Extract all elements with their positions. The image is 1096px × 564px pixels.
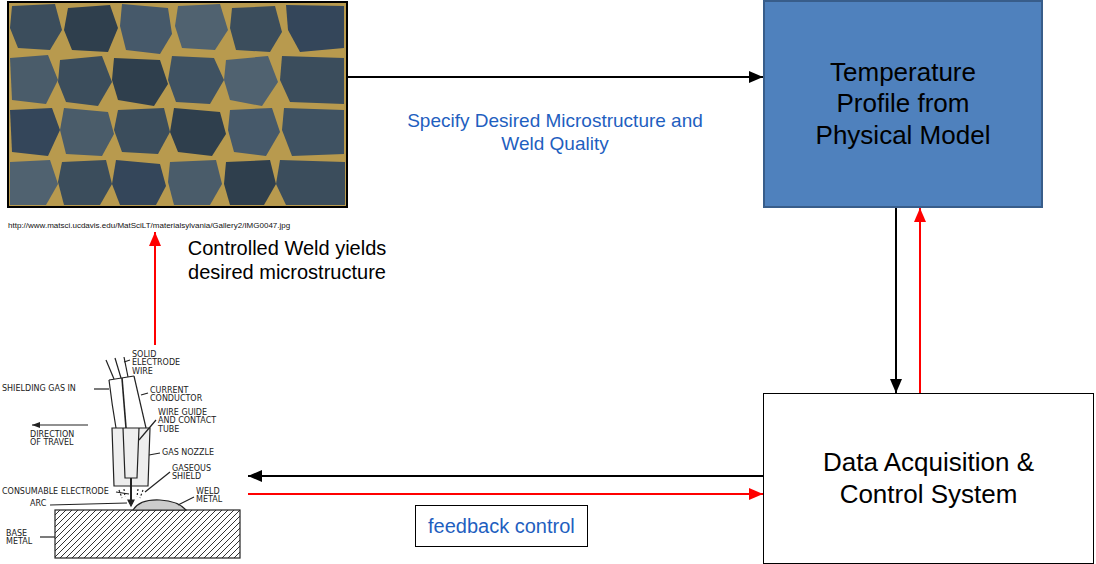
- flow-arrow: [895, 208, 897, 393]
- model-box: Temperature Profile from Physical Model: [763, 0, 1043, 208]
- box-label: Temperature Profile from Physical Model: [808, 57, 998, 151]
- part-label: DIRECTION OF TRAVEL: [30, 431, 80, 448]
- part-label: GAS NOZZLE: [162, 449, 214, 457]
- boxed-label: feedback control: [415, 505, 588, 547]
- source-url: http://www.matsci.ucdavis.edu/MatSciLT/m…: [8, 221, 290, 232]
- flow-arrow: [348, 76, 763, 78]
- welding-figure: SOLID ELECTRODE WIRE SHIELDING GAS IN CURR…: [0, 345, 248, 560]
- part-label: ARC: [30, 500, 46, 508]
- part-label: SOLID ELECTRODE WIRE: [132, 351, 186, 376]
- feedback-arrow: [248, 493, 763, 495]
- part-label: CURRENT CONDUCTOR: [150, 387, 212, 404]
- part-label: WELD METAL: [196, 488, 230, 505]
- feedback-arrow: [154, 232, 156, 345]
- part-label: WIRE GUIDE AND CONTACT TUBE: [158, 409, 222, 434]
- part-label: SHIELDING GAS IN: [2, 385, 76, 393]
- edge-label: Specify Desired Microstructure and Weld …: [405, 110, 705, 156]
- part-label: GASEOUS SHIELD: [172, 465, 218, 482]
- micrograph-image: [8, 2, 347, 207]
- feedback-arrow: [919, 208, 921, 393]
- box-label: Data Acquisition & Control System: [821, 447, 1037, 509]
- micrograph-figure: http://www.matsci.ucdavis.edu/MatSciLT/m…: [8, 0, 348, 232]
- part-label: CONSUMABLE ELECTRODE: [2, 488, 109, 496]
- part-label: BASE METAL: [6, 530, 38, 547]
- control-box: Data Acquisition & Control System: [763, 393, 1094, 564]
- edge-label: Controlled Weld yields desired microstru…: [172, 236, 402, 284]
- flow-arrow: [248, 475, 763, 477]
